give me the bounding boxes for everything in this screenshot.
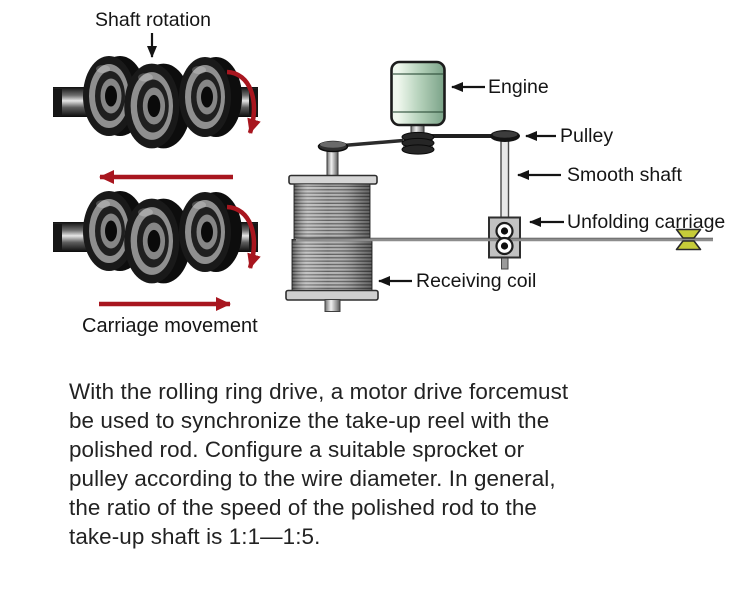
engine-illustration	[390, 60, 446, 137]
paragraph-line: polished rod. Configure a suitable sproc…	[69, 437, 525, 462]
carriage-movement-label: Carriage movement	[82, 315, 258, 337]
engine-label: Engine	[488, 76, 549, 98]
receiving-coil-label: Receiving coil	[416, 270, 537, 292]
left-belt-rod	[336, 138, 410, 148]
coil-drive-pulley	[317, 140, 349, 178]
takeup-machine-schematic	[285, 60, 713, 312]
paragraph-line: the ratio of the speed of the polished r…	[69, 495, 537, 520]
paragraph-line: pulley according to the wire diameter. I…	[69, 466, 556, 491]
paragraph-line: With the rolling ring drive, a motor dri…	[69, 379, 569, 404]
carriage-rollers	[495, 221, 514, 256]
paragraph-line: take-up shaft is 1:1—1:5.	[69, 524, 321, 549]
engine-pulley-stack	[401, 131, 435, 155]
receiving-coil-illustration	[285, 174, 379, 312]
pulley-label: Pulley	[560, 125, 614, 147]
rotating-shaft-with-bearings	[53, 191, 258, 283]
label-arrows	[378, 82, 564, 286]
unfolding-carriage-label: Unfolding carriage	[567, 211, 726, 233]
smooth-shaft-illustration	[490, 130, 520, 219]
shaft-rotation-illustration	[53, 33, 258, 148]
smooth-shaft-label: Smooth shaft	[567, 164, 682, 186]
description-paragraph: With the rolling ring drive, a motor dri…	[69, 377, 689, 551]
technical-diagram	[0, 33, 713, 312]
paragraph-line: be used to synchronize the take-up reel …	[69, 408, 550, 433]
carriage-movement-illustration	[53, 170, 258, 311]
shaft-rotation-label: Shaft rotation	[95, 9, 211, 31]
rotating-shaft-with-bearings	[53, 56, 258, 148]
guide-pulley-icon	[675, 228, 702, 251]
